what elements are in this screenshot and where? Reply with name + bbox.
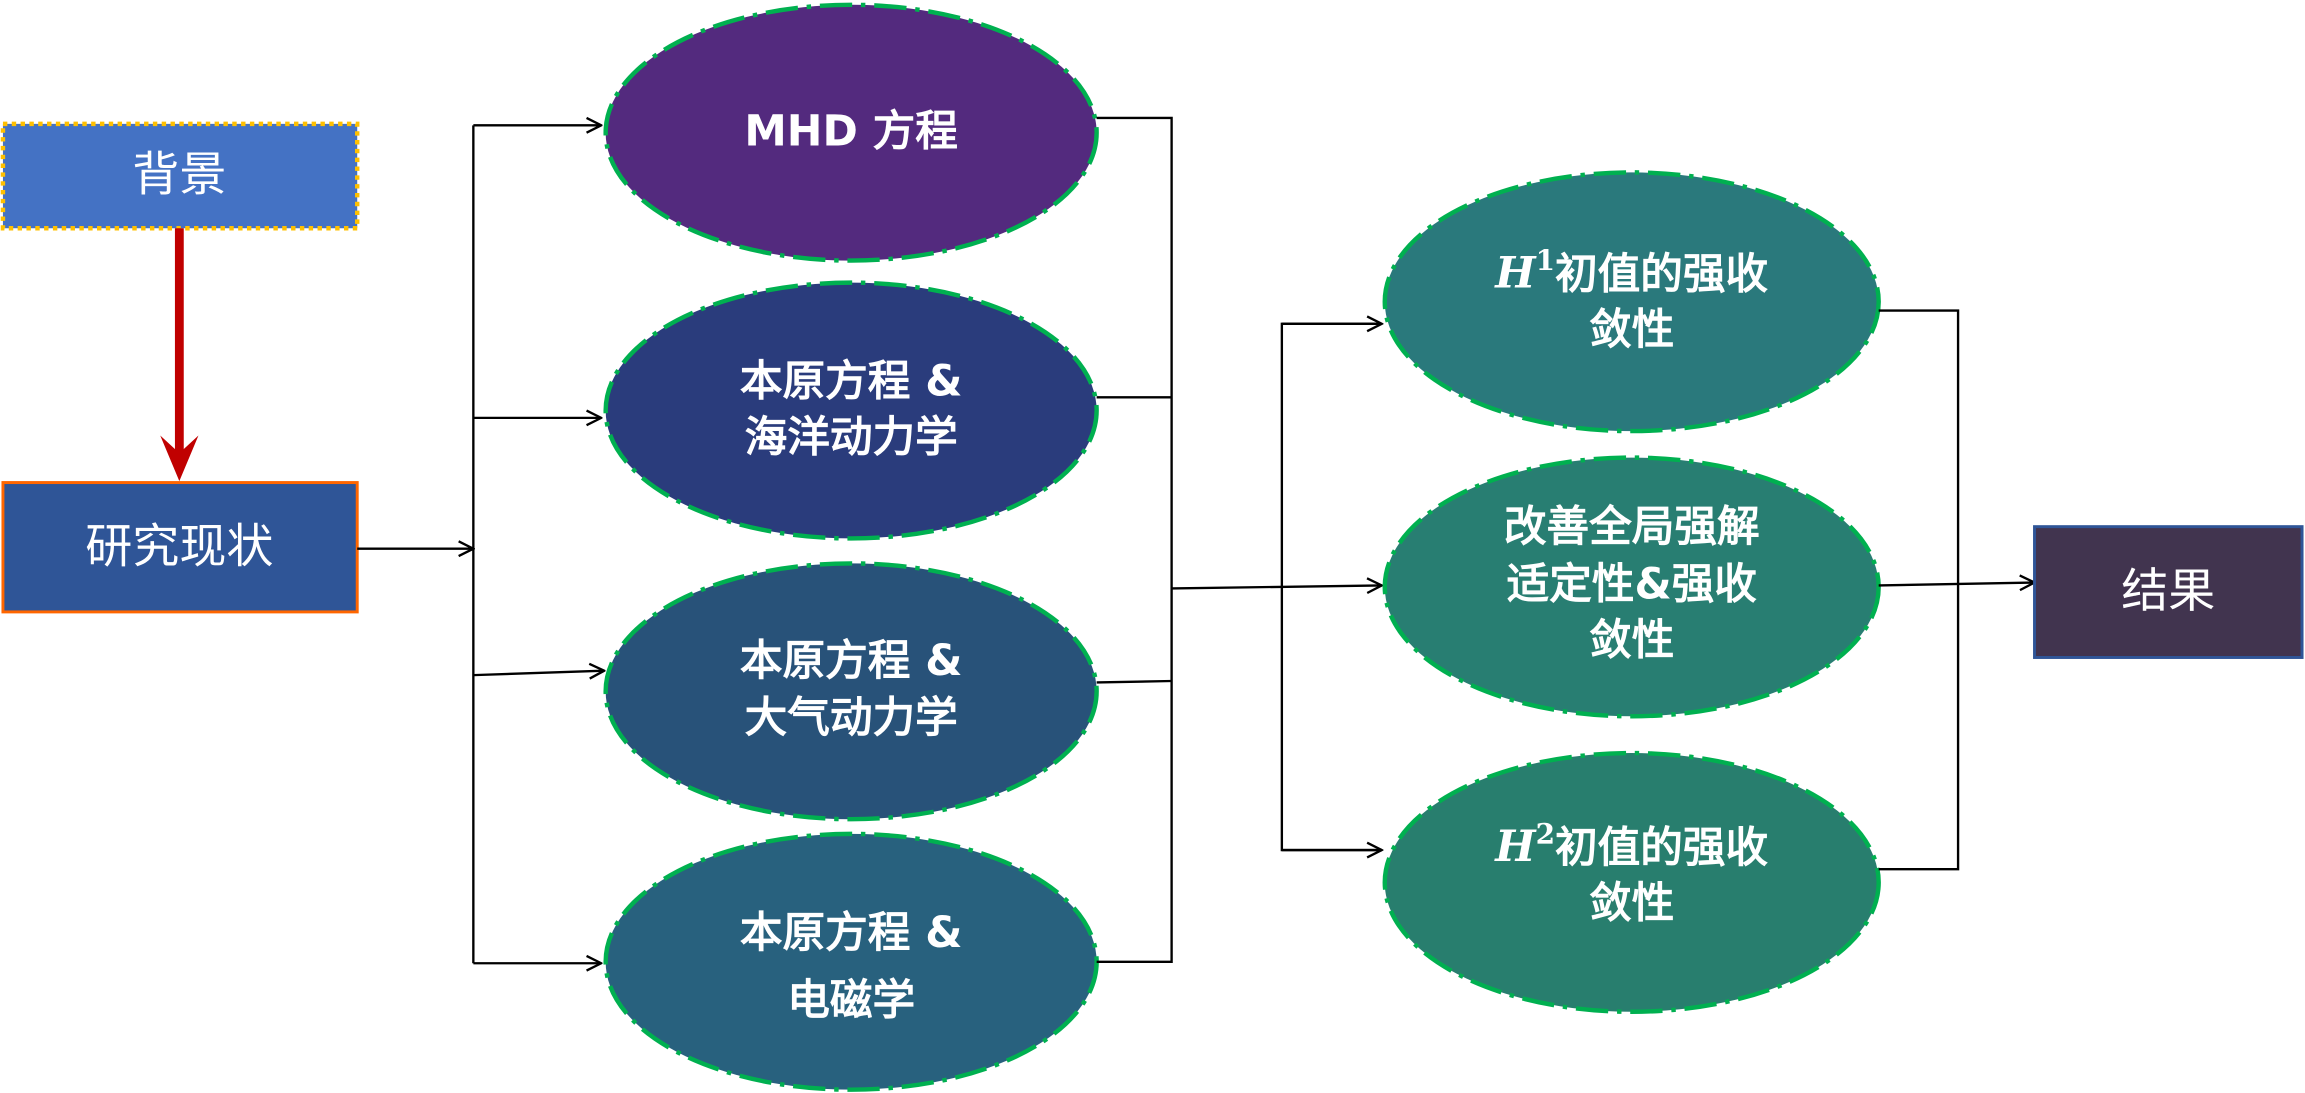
improve-node: 改善全局强解 适定性&强收 敛性 — [1382, 455, 1881, 719]
ocean-label-1: 本原方程 & — [740, 357, 963, 407]
improve-label-1: 改善全局强解 — [1504, 502, 1760, 552]
atmos-label-1: 本原方程 & — [740, 636, 963, 686]
background-node: 背景 — [0, 121, 360, 231]
h2-label-1: H2初值的强收 — [1494, 817, 1768, 873]
atmos-label-2: 大气动力学 — [745, 693, 958, 743]
research-status-node: 研究现状 — [1, 481, 359, 614]
em-label-1: 本原方程 & — [740, 908, 963, 958]
result-node: 结果 — [2033, 525, 2304, 659]
mhd-label: MHD 方程 — [744, 107, 958, 157]
right-connectors — [1878, 309, 2035, 871]
ocean-node: 本原方程 & 海洋动力学 — [603, 280, 1099, 541]
mhd-node: MHD 方程 — [603, 2, 1099, 263]
em-node: 本原方程 & 电磁学 — [603, 831, 1099, 1092]
h2-label-2: 敛性 — [1589, 878, 1674, 928]
h1-label-1: H1初值的强收 — [1494, 244, 1768, 300]
ocean-label-2: 海洋动力学 — [745, 412, 958, 462]
middle-connectors — [1096, 116, 1382, 963]
left-connectors — [357, 125, 604, 963]
h1-label-2: 敛性 — [1589, 305, 1674, 355]
h1-node: H1初值的强收 敛性 — [1382, 170, 1881, 434]
em-label-2: 电磁学 — [787, 975, 915, 1025]
improve-label-3: 敛性 — [1589, 615, 1674, 665]
atmos-node: 本原方程 & 大气动力学 — [603, 561, 1099, 822]
research-status-label: 研究现状 — [85, 520, 273, 575]
background-label: 背景 — [132, 148, 226, 203]
result-label: 结果 — [2121, 564, 2215, 619]
h2-node: H2初值的强收 敛性 — [1382, 750, 1881, 1014]
improve-label-2: 适定性&强收 — [1507, 559, 1758, 609]
red-down-arrow — [160, 228, 199, 482]
